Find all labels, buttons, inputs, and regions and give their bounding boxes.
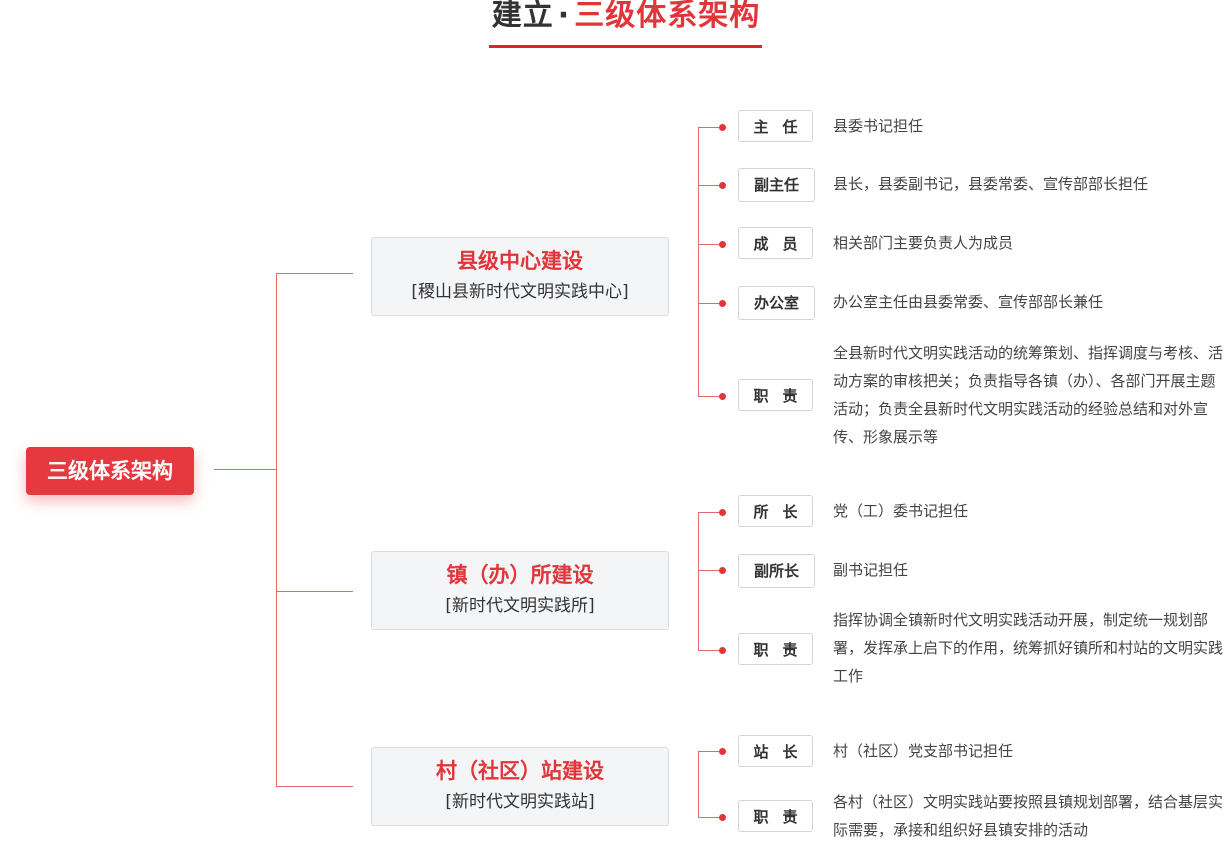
role-connector	[698, 512, 726, 513]
connector-dot	[719, 300, 726, 307]
connector-dot	[719, 124, 726, 131]
role-description: 村（社区）党支部书记担任	[833, 742, 1014, 760]
role-badge-members: 成员	[738, 227, 813, 259]
role-badge-deputy-director: 副主任	[738, 168, 815, 202]
role-description: 办公室主任由县委常委、宣传部部长兼任	[833, 293, 1104, 311]
title-separator: ·	[557, 0, 571, 33]
level-title: 村（社区）站建设	[436, 759, 604, 783]
role-description: 指挥协调全镇新时代文明实践活动开展，制定统一规划部署，发挥承上启下的作用，统筹抓…	[833, 611, 1224, 685]
role-connector	[698, 570, 726, 571]
role-badge-deputy-head: 副所长	[738, 554, 815, 588]
connector-dot	[719, 814, 726, 821]
level2-connector	[276, 591, 353, 592]
role-badge-duties: 职责	[738, 379, 813, 411]
level-box-town: 镇（办）所建设 [新时代文明实践所]	[371, 551, 669, 630]
connector-dot	[719, 647, 726, 654]
level-subtitle: [新时代文明实践所]	[445, 596, 595, 616]
connector-dot	[719, 241, 726, 248]
role-badge-office: 办公室	[738, 286, 815, 320]
role-description: 县长，县委副书记，县委常委、宣传部部长担任	[833, 175, 1149, 193]
group1-bracket	[698, 127, 699, 396]
role-badge-director: 主任	[738, 110, 813, 142]
role-badge-duties: 职责	[738, 800, 813, 832]
role-connector	[698, 127, 726, 128]
connector-dot	[719, 748, 726, 755]
level-subtitle: [稷山县新时代文明实践中心]	[411, 282, 629, 302]
group2-bracket	[698, 512, 699, 650]
role-description: 党（工）委书记担任	[833, 502, 969, 520]
role-connector	[698, 185, 726, 186]
connector-dot	[719, 567, 726, 574]
title-part1: 建立	[491, 0, 554, 33]
role-connector	[698, 751, 726, 752]
connector-dot	[719, 182, 726, 189]
title-underline	[489, 45, 762, 48]
role-description: 全县新时代文明实践活动的统筹策划、指挥调度与考核、活动方案的审核把关；负责指导各…	[833, 344, 1224, 446]
role-description: 各村（社区）文明实践站要按照县镇规划部署，结合基层实际需要，承接和组织好县镇安排…	[833, 793, 1224, 839]
role-description: 相关部门主要负责人为成员	[833, 234, 1014, 252]
level-subtitle: [新时代文明实践站]	[445, 792, 595, 812]
level-title: 县级中心建设	[457, 249, 583, 273]
level-box-county: 县级中心建设 [稷山县新时代文明实践中心]	[371, 237, 669, 316]
role-connector	[698, 303, 726, 304]
level-title: 镇（办）所建设	[446, 563, 594, 587]
root-node: 三级体系架构	[26, 447, 194, 495]
role-badge-duties: 职责	[738, 633, 813, 665]
connector-dot	[719, 509, 726, 516]
role-connector	[698, 396, 726, 397]
root-connector	[214, 469, 277, 470]
role-connector	[698, 244, 726, 245]
group3-bracket	[698, 751, 699, 817]
role-description: 副书记担任	[833, 561, 909, 579]
title-part2: 三级体系架构	[574, 0, 761, 33]
role-badge-station-head: 站长	[738, 735, 813, 767]
connector-dot	[719, 393, 726, 400]
role-connector	[698, 817, 726, 818]
page-title: 建立·三级体系架构	[0, 0, 1225, 38]
role-description: 县委书记担任	[833, 117, 924, 135]
level-box-village: 村（社区）站建设 [新时代文明实践站]	[371, 747, 669, 826]
role-connector	[698, 650, 726, 651]
level3-connector	[276, 786, 353, 787]
role-badge-head: 所长	[738, 495, 813, 527]
level1-connector	[276, 273, 353, 274]
level-trunk	[276, 273, 277, 786]
